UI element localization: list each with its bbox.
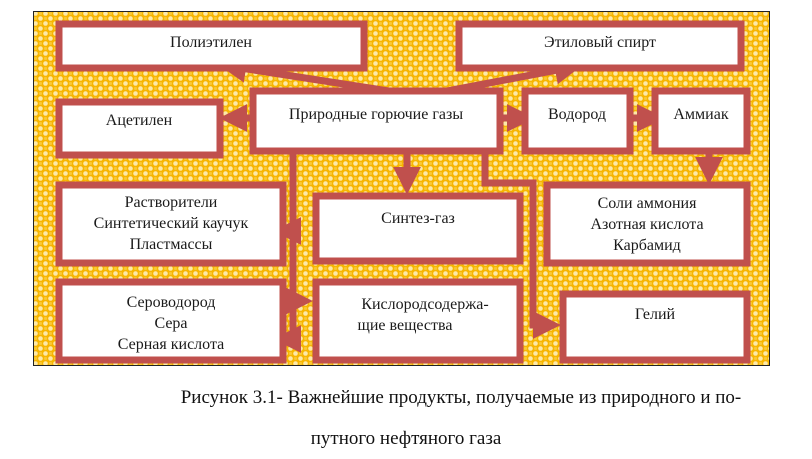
node-hydrogen [521,87,634,155]
node-polyethylene [55,20,368,72]
label-ammonium-salts-3: Карбамид [613,237,681,254]
label-ammonia: Аммиак [673,106,728,123]
label-sulfur-2: Сера [154,315,187,332]
node-helium [559,290,751,364]
node-ammonia [651,87,751,155]
node-syngas [312,192,524,265]
label-oxygenates-2: щие вещества [358,317,453,334]
node-solvents [55,181,287,267]
label-sulfur-1: Сероводород [127,294,216,311]
label-acetylene: Ацетилен [106,112,173,129]
node-acetylene [55,98,224,159]
label-polyethylene: Полиэтилен [170,34,252,51]
edge-gases-to-helium [481,151,561,339]
label-ammonium-salts-1: Соли аммония [598,195,697,212]
label-natural-gases: Природные горючие газы [289,106,463,123]
node-sulfur [55,278,287,364]
node-natural-gases [249,87,504,155]
label-ethyl-alcohol: Этиловый спирт [544,34,656,51]
label-solvents-1: Растворители [125,194,218,211]
label-syngas: Синтез-газ [381,210,455,227]
product-diagram: Полиэтилен Этиловый спирт Ацетилен Приро… [33,11,770,366]
node-ethyl-alcohol [455,20,745,72]
label-oxygenates-1: Кислородсодержа- [361,296,488,313]
label-solvents-3: Пластмассы [130,236,213,253]
figure-caption-line-1: Рисунок 3.1- Важнейшие продукты, получае… [180,387,742,408]
label-helium: Гелий [635,306,676,323]
node-ammonium-salts [543,181,751,267]
label-sulfur-3: Серная кислота [118,336,225,353]
figure-caption-line-2: путного нефтяного газа [310,428,502,449]
label-ammonium-salts-2: Азотная кислота [590,216,703,233]
node-oxygenates [312,278,524,364]
label-hydrogen: Водород [548,106,606,123]
label-solvents-2: Синтетический каучук [94,215,249,232]
